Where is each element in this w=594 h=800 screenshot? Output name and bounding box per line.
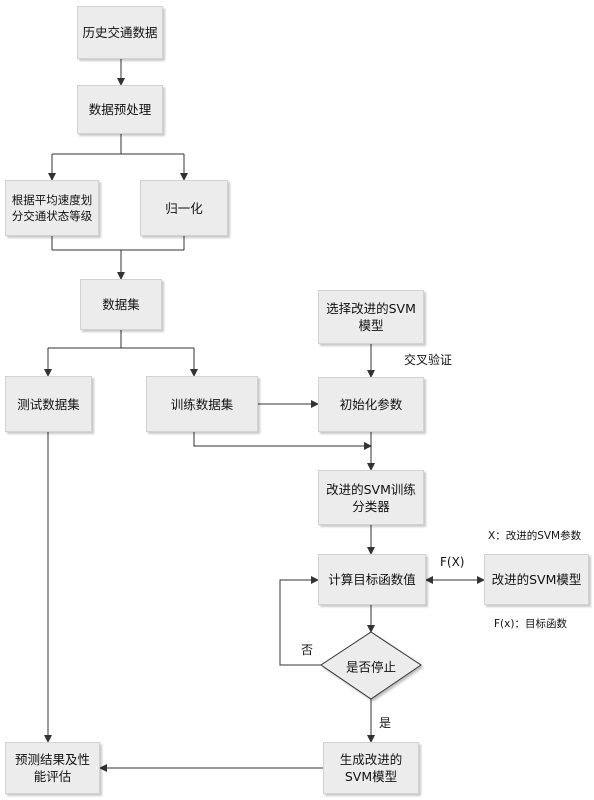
node-train-set[interactable]: 训练数据集 <box>146 376 258 432</box>
decision-diamond <box>320 631 422 700</box>
node-normalize[interactable]: 归一化 <box>140 180 228 236</box>
node-evaluate[interactable]: 预测结果及性 能评估 <box>5 742 100 794</box>
node-dataset[interactable]: 数据集 <box>80 279 162 330</box>
node-classify-state[interactable]: 根据平均速度划 分交通状态等级 <box>5 180 99 236</box>
node-test-set[interactable]: 测试数据集 <box>5 376 92 432</box>
label-yes: 是 <box>379 716 392 730</box>
node-select-svm-model[interactable]: 选择改进的SVM 模型 <box>318 290 424 344</box>
label-fx-definition: F(x)：目标函数 <box>494 618 567 630</box>
node-compute-objective[interactable]: 计算目标函数值 <box>318 554 426 605</box>
node-svm-train-classifier[interactable]: 改进的SVM训练 分类器 <box>318 470 424 525</box>
node-improved-svm-model[interactable]: 改进的SVM模型 <box>484 554 589 605</box>
node-generate-svm-model[interactable]: 生成改进的 SVM模型 <box>323 742 419 794</box>
node-history-data[interactable]: 历史交通数据 <box>77 6 163 59</box>
edge-no-loop <box>279 576 321 666</box>
label-cross-validation: 交叉验证 <box>404 353 453 367</box>
node-stop-check[interactable]: 是否停止 <box>345 659 397 675</box>
node-init-params[interactable]: 初始化参数 <box>318 377 424 432</box>
label-no: 否 <box>301 643 314 657</box>
node-preprocess[interactable]: 数据预处理 <box>77 85 163 134</box>
label-x-definition: X：改进的SVM参数 <box>488 530 582 542</box>
edge-train-to-classifier <box>193 432 372 450</box>
label-fx-arrow: F(X) <box>440 555 465 569</box>
